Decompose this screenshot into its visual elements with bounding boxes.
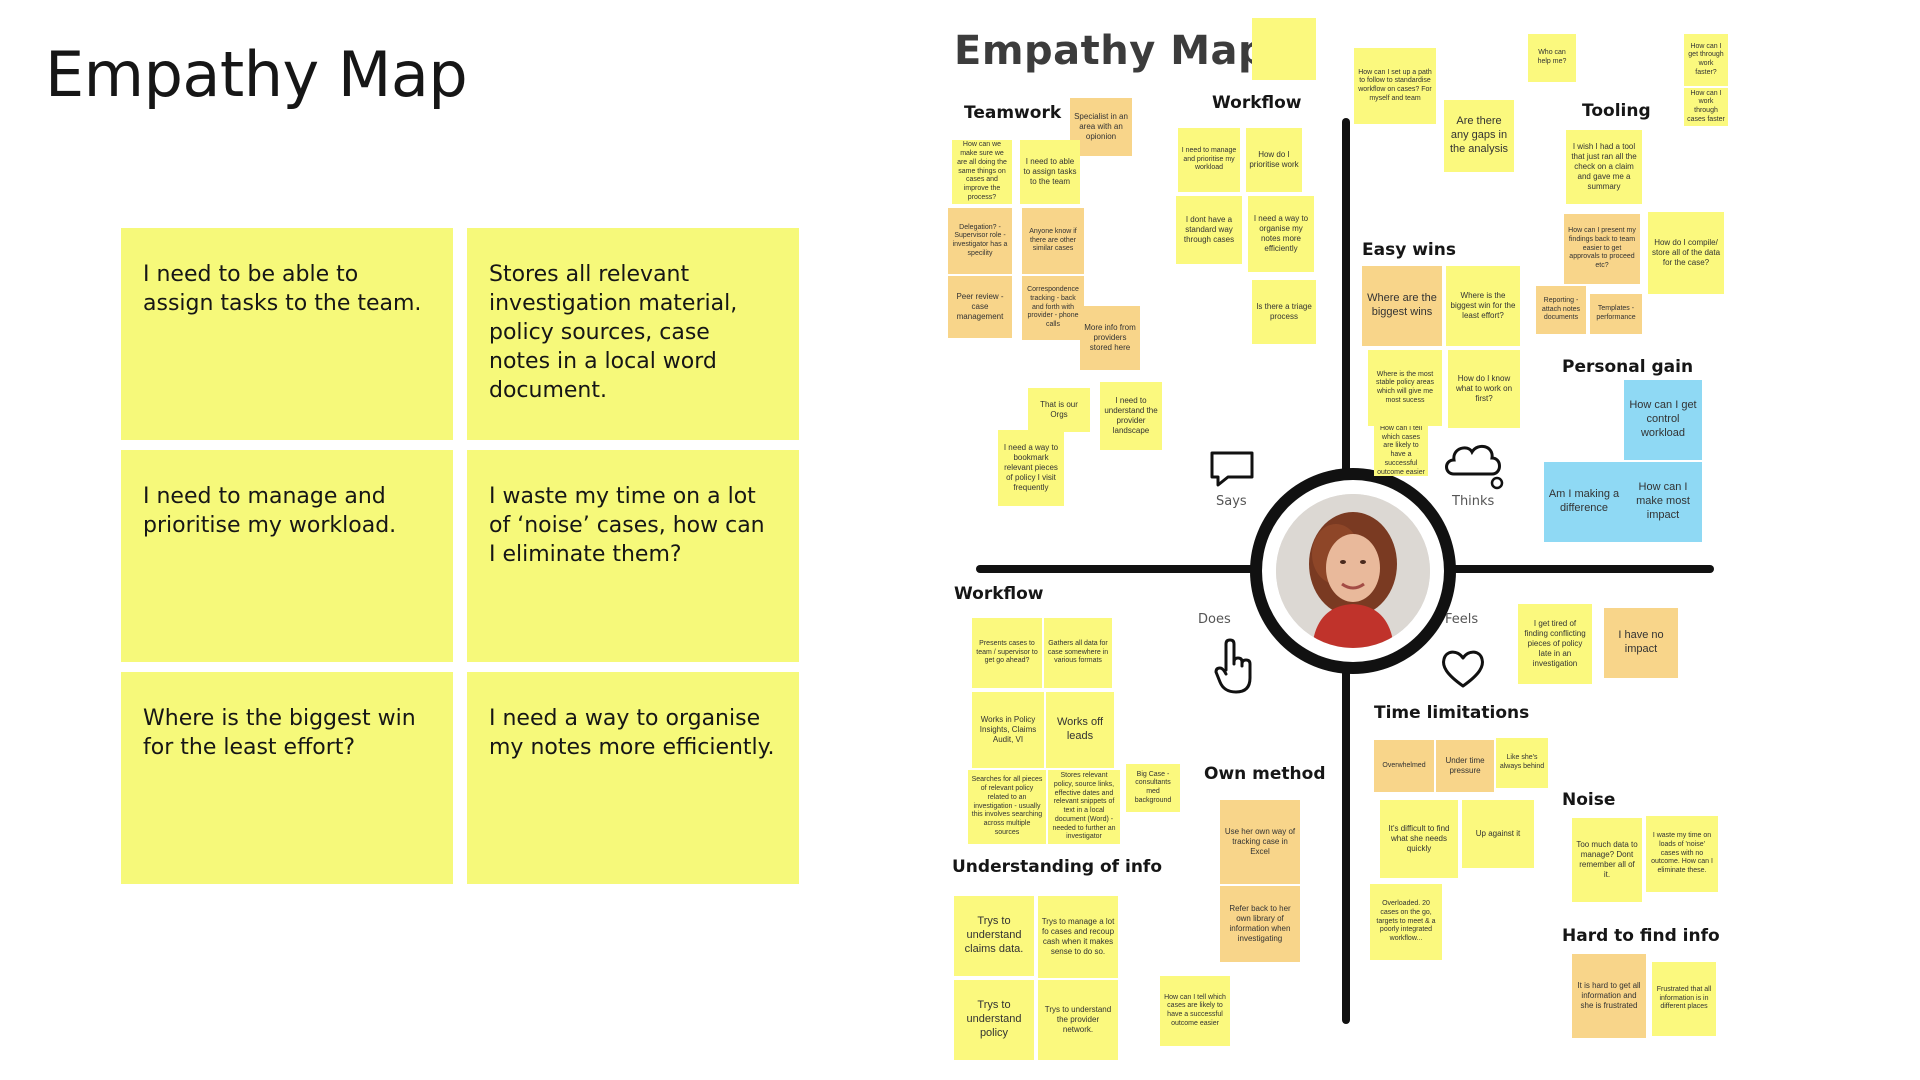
quote-note[interactable]: Stores all relevant investigation materi… bbox=[467, 228, 799, 440]
sticky-note[interactable]: How can I get control workload bbox=[1624, 380, 1702, 460]
sticky-note[interactable]: More info from providers stored here bbox=[1080, 306, 1140, 370]
sticky-note[interactable]: Presents cases to team / supervisor to g… bbox=[972, 618, 1042, 688]
sticky-note[interactable]: Specialist in an area with an opionion bbox=[1070, 98, 1132, 156]
sticky-note[interactable]: Up against it bbox=[1462, 800, 1534, 868]
sticky-note[interactable]: I need a way to organise my notes more e… bbox=[1248, 196, 1314, 272]
sticky-note[interactable]: I get tired of finding conflicting piece… bbox=[1518, 604, 1592, 684]
persona-portrait bbox=[1276, 494, 1430, 648]
sticky-note[interactable]: Reporting - attach notes documents bbox=[1536, 286, 1586, 334]
sticky-note[interactable]: Big Case - consultants med background bbox=[1126, 764, 1180, 812]
section-heading-tooling: Tooling bbox=[1582, 101, 1651, 121]
quote-note[interactable]: Where is the biggest win for the least e… bbox=[121, 672, 453, 884]
sticky-note[interactable]: Where is the biggest win for the least e… bbox=[1446, 266, 1520, 346]
section-heading-teamwork: Teamwork bbox=[964, 103, 1062, 123]
section-heading-noise: Noise bbox=[1562, 790, 1616, 810]
quote-grid: I need to be able to assign tasks to the… bbox=[121, 228, 801, 884]
blank-sticky-note[interactable] bbox=[1252, 18, 1316, 80]
sticky-note[interactable]: Am I making a difference bbox=[1544, 462, 1624, 542]
map-title: Empathy Map bbox=[954, 28, 1268, 74]
section-heading-workflow: Workflow bbox=[954, 584, 1044, 604]
sticky-note[interactable]: I dont have a standard way through cases bbox=[1176, 196, 1242, 264]
section-heading-time-limitations: Time limitations bbox=[1374, 703, 1530, 723]
sticky-note[interactable]: Trys to understand the provider network. bbox=[1038, 980, 1118, 1060]
page-title: Empathy Map bbox=[45, 38, 468, 111]
quadrant-label-thinks: Thinks bbox=[1452, 494, 1495, 509]
sticky-note[interactable]: Like she's always behind bbox=[1496, 738, 1548, 788]
sticky-note[interactable]: It is hard to get all information and sh… bbox=[1572, 954, 1646, 1038]
sticky-note[interactable]: I wish I had a tool that just ran all th… bbox=[1566, 130, 1642, 204]
sticky-note[interactable]: Stores relevant policy, source links, ef… bbox=[1048, 770, 1120, 844]
sticky-note[interactable]: Overwhelmed bbox=[1374, 740, 1434, 792]
sticky-note[interactable]: How can I present my findings back to te… bbox=[1564, 214, 1640, 284]
quadrant-label-feels: Feels bbox=[1445, 612, 1479, 627]
sticky-note[interactable]: Are there any gaps in the analysis bbox=[1444, 100, 1514, 172]
sticky-note[interactable]: How can I tell which cases are likely to… bbox=[1374, 426, 1428, 476]
quote-note[interactable]: I waste my time on a lot of ‘noise’ case… bbox=[467, 450, 799, 662]
sticky-note[interactable]: I need to understand the provider landsc… bbox=[1100, 382, 1162, 450]
sticky-note[interactable]: How can I make most impact bbox=[1624, 462, 1702, 542]
sticky-note[interactable]: How can I get through work faster? bbox=[1684, 34, 1728, 86]
section-heading-personal-gain: Personal gain bbox=[1562, 357, 1694, 377]
sticky-note[interactable]: Is there a triage process bbox=[1252, 280, 1316, 344]
sticky-note[interactable]: Trys to manage a lot fo cases and recoup… bbox=[1038, 896, 1118, 978]
thought-cloud-icon bbox=[1445, 444, 1504, 490]
sticky-note[interactable]: How can I tell which cases are likely to… bbox=[1160, 976, 1230, 1046]
sticky-note[interactable]: Trys to understand claims data. bbox=[954, 896, 1034, 976]
quote-note[interactable]: I need to be able to assign tasks to the… bbox=[121, 228, 453, 440]
sticky-note[interactable]: I need to manage and prioritise my workl… bbox=[1178, 128, 1240, 192]
sticky-note[interactable]: I need a way to bookmark relevant pieces… bbox=[998, 430, 1064, 506]
sticky-note[interactable]: How can I set up a path to follow to sta… bbox=[1354, 48, 1436, 124]
sticky-note[interactable]: Frustrated that all information is in di… bbox=[1652, 962, 1716, 1036]
sticky-note[interactable]: Overloaded. 20 cases on the go, targets … bbox=[1370, 884, 1442, 960]
heart-icon bbox=[1442, 650, 1484, 688]
sticky-note[interactable]: Gathers all data for case somewhere in v… bbox=[1044, 618, 1112, 688]
sticky-note[interactable]: How can I work through cases faster bbox=[1684, 88, 1728, 126]
sticky-note[interactable]: Trys to understand policy bbox=[954, 980, 1034, 1060]
sticky-note[interactable]: Searches for all pieces of relevant poli… bbox=[968, 770, 1046, 844]
sticky-note[interactable]: Where is the most stable policy areas wh… bbox=[1368, 350, 1442, 426]
sticky-note[interactable]: Refer back to her own library of informa… bbox=[1220, 886, 1300, 962]
sticky-note[interactable]: How do I compile/ store all of the data … bbox=[1648, 212, 1724, 294]
section-heading-workflow: Workflow bbox=[1212, 93, 1302, 113]
sticky-note[interactable]: Delegation? - Supervisor role - investig… bbox=[948, 208, 1012, 274]
sticky-note[interactable]: I waste my time on loads of 'noise' case… bbox=[1646, 816, 1718, 892]
sticky-note[interactable]: Templates - performance bbox=[1590, 294, 1642, 334]
quote-note[interactable]: I need to manage and prioritise my workl… bbox=[121, 450, 453, 662]
sticky-note[interactable]: How do I know what to work on first? bbox=[1448, 350, 1520, 428]
quadrant-label-does: Does bbox=[1198, 612, 1231, 627]
sticky-note[interactable]: I need to able to assign tasks to the te… bbox=[1020, 140, 1080, 204]
sticky-note[interactable]: Anyone know if there are other similar c… bbox=[1022, 208, 1084, 274]
sticky-note[interactable]: How can we make sure we are all doing th… bbox=[952, 140, 1012, 204]
section-heading-own-method: Own method bbox=[1204, 764, 1326, 784]
sticky-note[interactable]: It's difficult to find what she needs qu… bbox=[1380, 800, 1458, 878]
sticky-note[interactable]: Too much data to manage? Dont remember a… bbox=[1572, 818, 1642, 902]
sticky-note[interactable]: Use her own way of tracking case in Exce… bbox=[1220, 800, 1300, 884]
sticky-note[interactable]: Works off leads bbox=[1046, 692, 1114, 768]
sticky-note[interactable]: How do I prioritise work bbox=[1246, 128, 1302, 192]
sticky-note[interactable]: Under time pressure bbox=[1436, 740, 1494, 792]
sticky-note[interactable]: Peer review - case management bbox=[948, 276, 1012, 338]
empathy-map: Empathy Map Says Thinks Does Feels bbox=[940, 0, 1760, 1080]
sticky-note[interactable]: Correspondence tracking - back and forth… bbox=[1022, 276, 1084, 340]
quadrant-label-says: Says bbox=[1216, 494, 1247, 509]
quote-note[interactable]: I need a way to organise my notes more e… bbox=[467, 672, 799, 884]
sticky-note[interactable]: Who can help me? bbox=[1528, 34, 1576, 82]
sticky-note[interactable]: I have no impact bbox=[1604, 608, 1678, 678]
sticky-note[interactable]: That is our Orgs bbox=[1028, 388, 1090, 432]
section-heading-understanding-of-info: Understanding of info bbox=[952, 857, 1162, 877]
section-heading-easy-wins: Easy wins bbox=[1362, 240, 1456, 260]
speech-bubble-icon bbox=[1210, 451, 1254, 487]
sticky-note[interactable]: Where are the biggest wins bbox=[1362, 266, 1442, 346]
sticky-note[interactable]: Works in Policy Insights, Claims Audit, … bbox=[972, 692, 1044, 768]
section-heading-hard-to-find-info: Hard to find info bbox=[1562, 926, 1720, 946]
pointing-hand-icon bbox=[1214, 638, 1252, 694]
